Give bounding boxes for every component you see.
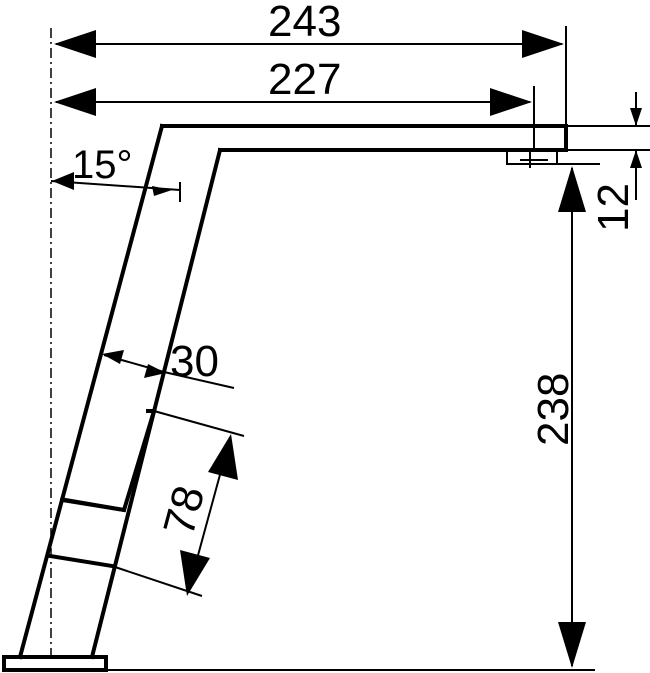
- dimension-15-degree: 15°: [50, 143, 181, 202]
- arrow-243-right: [522, 30, 564, 58]
- arrow-227-left: [54, 88, 96, 116]
- handle-collar-bottom: [47, 553, 115, 569]
- body-left-edge: [17, 123, 165, 660]
- arrow-243-left: [54, 30, 96, 58]
- faucet-outline: [2, 123, 568, 672]
- handle-collar-top: [59, 497, 127, 513]
- angle-arrow-left: [52, 172, 74, 190]
- arrow-30-left: [102, 350, 124, 364]
- arrow-78-bottom: [180, 550, 210, 596]
- arrow-12-bottom: [630, 150, 642, 168]
- arrow-12-top: [630, 108, 642, 126]
- arrow-238-bottom: [558, 622, 586, 668]
- base-plate: [2, 655, 108, 672]
- dimension-78: 78: [154, 434, 238, 596]
- dimension-243: 243: [54, 0, 564, 58]
- dim-label-12: 12: [589, 183, 638, 232]
- handle-lever: [63, 409, 157, 513]
- dim-label-227: 227: [268, 55, 341, 104]
- angle-label: 15°: [72, 143, 133, 187]
- ext-line-body-width: [163, 371, 235, 389]
- body-right-edge: [89, 147, 223, 660]
- arrow-30-right: [144, 364, 166, 378]
- angle-arrow-right: [152, 186, 172, 196]
- dimension-30: 30: [102, 337, 219, 386]
- dim-label-30: 30: [170, 337, 219, 386]
- dim-label-243: 243: [268, 0, 341, 46]
- arrow-238-top: [558, 166, 586, 212]
- dimension-12: 12: [589, 92, 642, 232]
- arrow-78-top: [208, 434, 238, 480]
- aerator: [506, 149, 558, 165]
- dimension-227: 227: [54, 55, 532, 116]
- arrow-227-right: [490, 88, 532, 116]
- dimension-238: 238: [529, 166, 586, 668]
- ext-line-handle-top: [153, 410, 245, 437]
- dim-label-238: 238: [529, 373, 578, 446]
